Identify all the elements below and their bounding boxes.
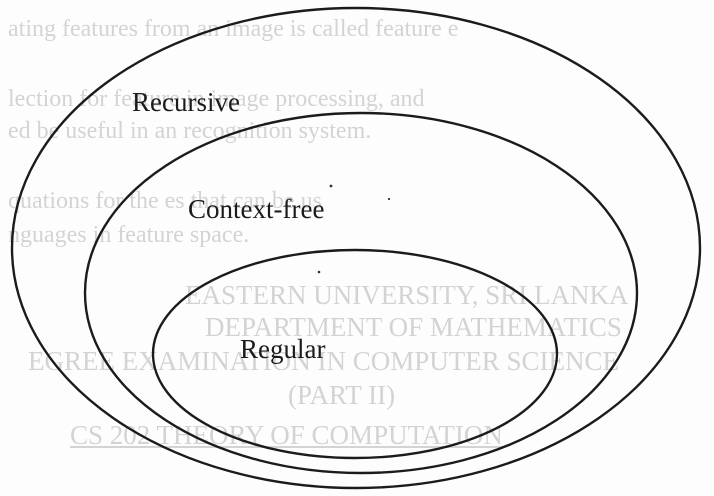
bleed-heading: EASTERN UNIVERSITY, SRI LANKA (185, 280, 629, 310)
bleed-heading: DEPARTMENT OF MATHEMATICS (205, 312, 622, 342)
bleed-line: quations for the es that can be us (8, 188, 322, 214)
speck (387, 197, 391, 201)
context-free-label: Context-free (188, 194, 325, 224)
inner-ellipse (151, 248, 559, 460)
speck (317, 270, 321, 274)
bleed-line: nguages in feature space. (8, 222, 250, 248)
bleed-line: ed be useful in an recognition system. (8, 118, 372, 144)
outer-ellipse (10, 6, 702, 490)
bleed-heading: EGREE EXAMINATION IN COMPUTER SCIENCE (28, 346, 619, 376)
speck (329, 184, 333, 188)
bleed-line: ating features from an image is called f… (8, 16, 459, 42)
recursive-label: Recursive (132, 87, 240, 117)
regular-label: Regular (240, 334, 326, 364)
bleed-heading: (PART II) (288, 380, 396, 410)
middle-ellipse (83, 111, 639, 475)
